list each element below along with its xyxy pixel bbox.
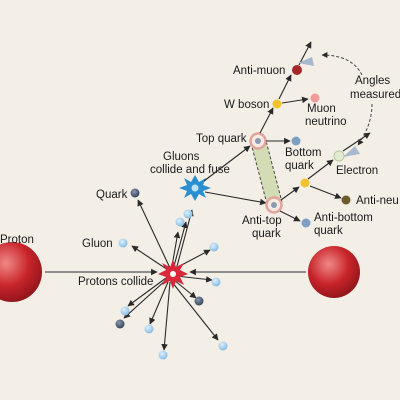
angle-marker-2 [343,146,360,157]
angles-pointer-up [321,52,363,76]
anti-top-label-2: quark [252,228,281,240]
proton-left [0,242,42,302]
anti-muon-label: Anti-muon [233,65,285,77]
w-boson-anti-particle [300,178,310,188]
anti-top-label-1: Anti-top [242,215,282,227]
muon-neutrino-label-1: Muon [307,103,336,115]
angles-label-2: measured [350,89,400,101]
fusion-core [191,184,199,192]
anti-neutrino-label: Anti-neu [356,195,399,207]
anti-bottom-label-1: Anti-bottom [314,212,373,224]
angles-pointer-down [357,103,373,146]
anti-neutrino-particle [341,195,351,205]
w-boson-particle [272,99,282,109]
bottom-quark-label-2: quark [285,160,314,172]
top-antitop-band [251,137,282,208]
proton-label: Proton [0,234,34,246]
quark-particle [130,188,140,198]
to-top-arrow [203,145,251,182]
proton-right [308,246,360,298]
angle-marker-1 [298,57,314,66]
gluon-label: Gluon [82,238,113,250]
electron-label: Electron [336,165,378,177]
w-boson-label: W boson [224,99,269,111]
gluons-fuse-label-2: collide and fuse [150,164,230,176]
muon-neutrino-label-2: neutrino [305,116,347,128]
anti-bottom-label-2: quark [314,225,343,237]
collision-core [170,271,176,277]
angles-label-1: Angles [355,75,390,87]
top-quark-label: Top quark [196,133,247,145]
electron-particle [333,150,345,162]
protons-collide-label: Protons collide [78,276,153,288]
bottom-quark-particle [291,136,301,146]
gluon-particle [118,238,128,248]
gluons-fuse-label-1: Gluons [163,151,200,163]
quark-label: Quark [96,189,128,201]
anti-bottom-particle [301,218,311,228]
muon-neutrino-particle [310,93,320,103]
anti-muon-particle [292,65,302,75]
debris-particles [115,188,228,360]
bottom-quark-label-1: Bottom [285,147,321,159]
collision-debris-arrows [123,199,219,351]
to-antitop-arrow [204,191,267,206]
